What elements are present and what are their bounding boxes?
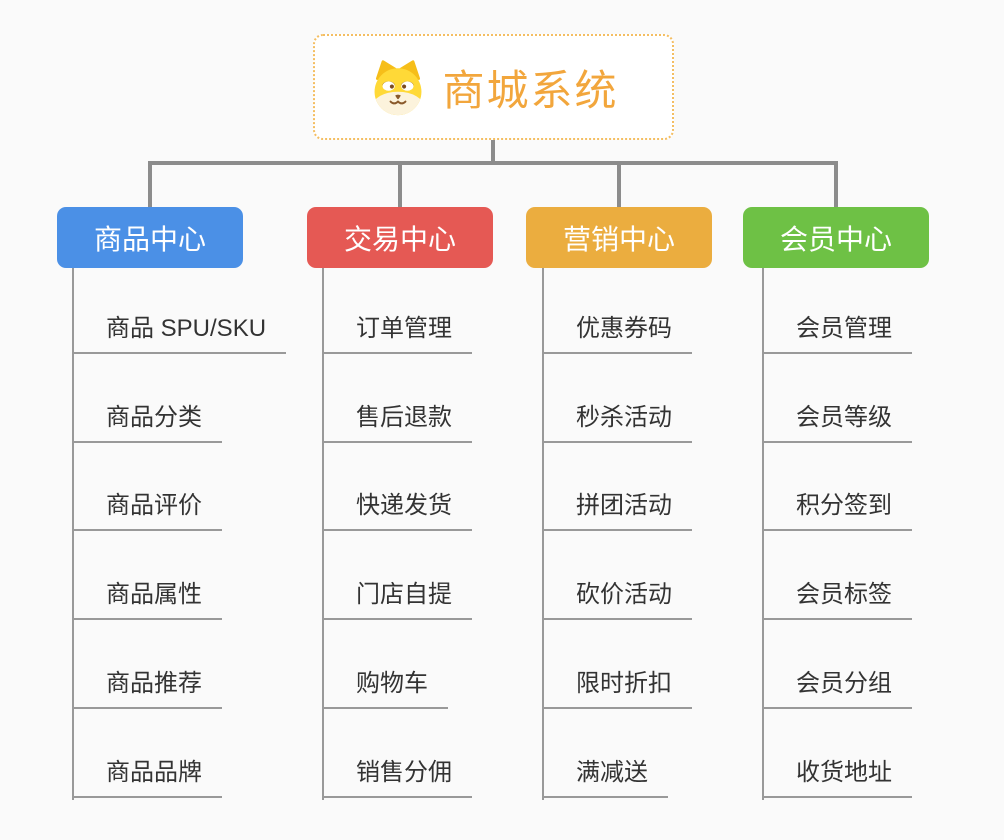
leaf-node[interactable]: 会员分组 — [762, 667, 912, 709]
branch-spine — [322, 268, 324, 800]
leaf-node[interactable]: 限时折扣 — [542, 667, 692, 709]
branch-spine — [762, 268, 764, 800]
branch-label: 交易中心 — [343, 223, 456, 255]
dog-face-icon — [368, 57, 428, 117]
leaf-node[interactable]: 收货地址 — [762, 756, 912, 798]
branch-node-trade-center[interactable]: 交易中心 — [307, 207, 493, 268]
connector-bus — [148, 161, 838, 165]
leaf-node[interactable]: 销售分佣 — [322, 756, 472, 798]
leaf-node[interactable]: 门店自提 — [322, 578, 472, 620]
branch-label: 商品中心 — [93, 223, 206, 255]
connector-drop-trade — [398, 163, 402, 209]
leaf-node[interactable]: 快递发货 — [322, 489, 472, 531]
leaf-node[interactable]: 商品品牌 — [72, 756, 222, 798]
leaf-node[interactable]: 购物车 — [322, 667, 448, 709]
leaf-node[interactable]: 商品 SPU/SKU — [72, 312, 287, 354]
connector-root-drop — [491, 138, 495, 163]
branch-spine — [542, 268, 544, 800]
leaf-node[interactable]: 商品评价 — [72, 489, 222, 531]
root-title: 商城系统 — [442, 66, 619, 114]
leaf-node[interactable]: 订单管理 — [322, 312, 472, 354]
branch-label: 会员中心 — [779, 223, 892, 255]
connector-drop-marketing — [617, 163, 621, 209]
leaf-node[interactable]: 满减送 — [542, 756, 668, 798]
branch-node-product-center[interactable]: 商品中心 — [57, 207, 243, 268]
branch-node-member-center[interactable]: 会员中心 — [743, 207, 929, 268]
leaf-node[interactable]: 商品分类 — [72, 401, 222, 443]
branch-spine — [72, 268, 74, 800]
leaf-node[interactable]: 售后退款 — [322, 401, 472, 443]
leaf-node[interactable]: 会员管理 — [762, 312, 912, 354]
branch-label: 营销中心 — [562, 223, 675, 255]
connector-drop-product — [148, 163, 152, 209]
leaf-node[interactable]: 会员等级 — [762, 401, 912, 443]
leaf-node[interactable]: 拼团活动 — [542, 489, 692, 531]
branch-node-marketing-center[interactable]: 营销中心 — [526, 207, 712, 268]
leaf-node[interactable]: 秒杀活动 — [542, 401, 692, 443]
root-node[interactable]: 商城系统 — [313, 34, 674, 140]
leaf-node[interactable]: 优惠券码 — [542, 312, 692, 354]
leaf-node[interactable]: 会员标签 — [762, 578, 912, 620]
leaf-node[interactable]: 积分签到 — [762, 489, 912, 531]
connector-drop-member — [834, 163, 838, 209]
leaf-node[interactable]: 砍价活动 — [542, 578, 692, 620]
leaf-node[interactable]: 商品属性 — [72, 578, 222, 620]
leaf-node[interactable]: 商品推荐 — [72, 667, 222, 709]
